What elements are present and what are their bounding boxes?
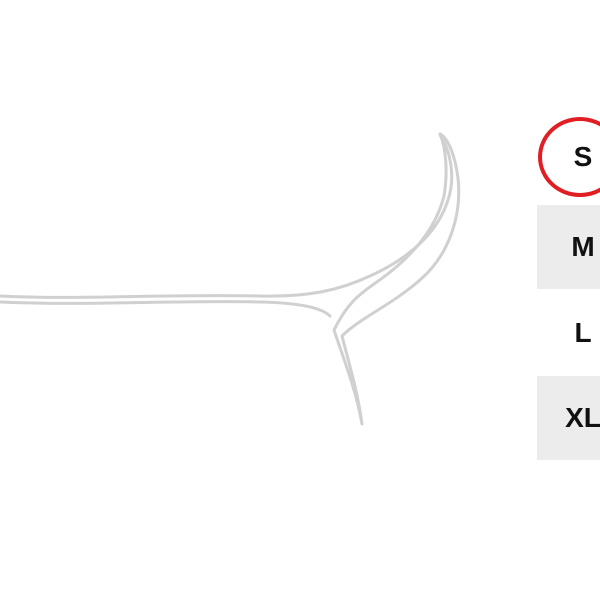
size-option-xl[interactable]: XL [537, 376, 600, 460]
selected-size-ring [538, 117, 600, 197]
size-label-m: M [571, 231, 595, 262]
size-label-l: L [574, 317, 592, 348]
size-option-m[interactable]: M [537, 205, 600, 289]
size-label-s: S [573, 141, 593, 172]
size-selector: S M L XL [537, 115, 600, 460]
size-label-xl: XL [565, 402, 600, 433]
size-option-s[interactable]: S [537, 115, 600, 199]
size-option-l[interactable]: L [537, 291, 600, 375]
